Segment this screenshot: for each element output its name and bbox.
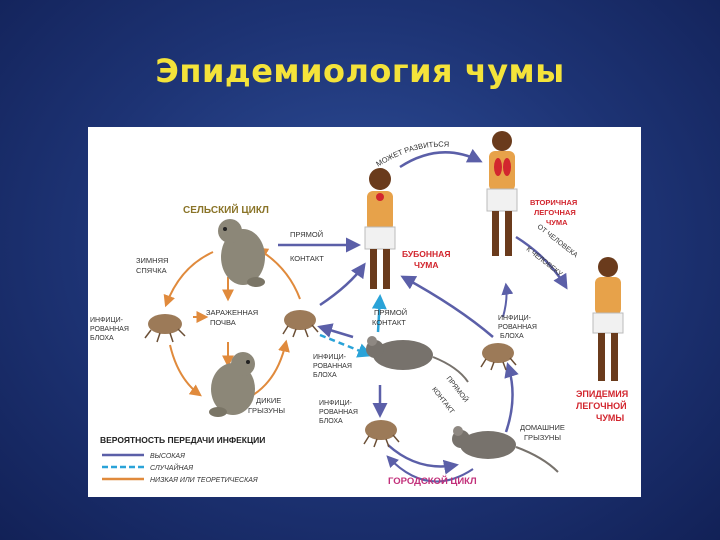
- direct-contact-center-label: ПРЯМОЙ КОНТАКТ: [372, 308, 409, 327]
- arrow-hibernation: [163, 251, 214, 308]
- pneumonic-epidemic-label: ЭПИДЕМИЯ ЛЕГОЧНОЙ ЧУМЫ: [576, 389, 631, 423]
- legend-label-high: ВЫСОКАЯ: [150, 453, 185, 460]
- flea-center-left-icon: [282, 310, 319, 338]
- diagram-panel: СЕЛЬСКИЙ ЦИКЛ ЗИМНЯЯ СПЯЧКА ПРЯМОЙ КОНТА…: [88, 127, 641, 497]
- gopher-top-icon: [218, 219, 265, 287]
- arrow-flea-right-up: [501, 282, 514, 318]
- arrow-mouse-to-human: [371, 294, 387, 333]
- may-develop-label: МОЖЕТ РАЗВИТЬСЯ: [374, 140, 449, 169]
- flea-right-icon: [480, 343, 517, 371]
- direct-contact-diag-label-1: ПРЯМОЙ: [445, 374, 471, 404]
- arrow-person-to-person: [515, 235, 568, 290]
- sylvatic-cycle-label: СЕЛЬСКИЙ ЦИКЛ: [183, 203, 269, 216]
- mouse-center-icon: [366, 336, 469, 383]
- hibernation-label: ЗИМНЯЯ СПЯЧКА: [136, 256, 171, 275]
- legend: ВЕРОЯТНОСТЬ ПЕРЕДАЧИ ИНФЕКЦИИ ВЫСОКАЯ СЛ…: [100, 435, 265, 484]
- arrow-rat-to-flea: [504, 362, 519, 433]
- arrow-sylvatic-flea-to-human: [319, 262, 366, 307]
- flea-left-icon: [144, 314, 186, 343]
- arrow-flea-to-rodent: [169, 344, 202, 397]
- bubonic-plague-label: БУБОННАЯ ЧУМА: [402, 249, 453, 270]
- arrow-mouse-to-flea: [317, 323, 354, 339]
- infected-soil-label: ЗАРАЖЕННАЯ ПОЧВА: [206, 308, 260, 327]
- human-secondary-icon: [486, 131, 518, 256]
- person-to-person-label-1: ОТ ЧЕЛОВЕКА: [536, 223, 579, 259]
- plague-cycle-diagram: СЕЛЬСКИЙ ЦИКЛ ЗИМНЯЯ СПЯЧКА ПРЯМОЙ КОНТА…: [90, 131, 631, 487]
- slide-title: Эпидемиология чумы: [155, 52, 565, 90]
- arrow-flea-low-to-rat: [387, 444, 459, 475]
- infected-fleas-right-label: ИНФИЦИ- РОВАННАЯ БЛОХА: [498, 315, 539, 340]
- direct-contact-diag-label-2: КОНТАКТ: [430, 386, 455, 416]
- urban-cycle-label: ГОРОДСКОЙ ЦИКЛ: [388, 475, 477, 487]
- wild-rodents-label: ДИКИЕ ГРЫЗУНЫ: [248, 396, 285, 415]
- human-epidemic-icon: [592, 257, 624, 381]
- flea-low-icon: [363, 420, 400, 448]
- legend-label-low: НИЗКАЯ ИЛИ ТЕОРЕТИЧЕСКАЯ: [150, 477, 258, 484]
- arrow-may-develop: [399, 148, 483, 169]
- human-bubonic-icon: [364, 168, 396, 289]
- secondary-pneumonic-label: ВТОРИЧНАЯ ЛЕГОЧНАЯ ЧУМА: [530, 198, 579, 227]
- arrow-urban-flea-to-human: [400, 275, 494, 338]
- arrow-wild-to-flea: [252, 339, 290, 396]
- legend-label-occasional: СЛУЧАЙНАЯ: [150, 463, 193, 472]
- direct-contact-top-label: ПРЯМОЙ КОНТАКТ: [290, 230, 325, 263]
- domestic-rat-icon: [452, 426, 559, 473]
- infected-fleas-mid-label: ИНФИЦИ- РОВАННАЯ БЛОХА: [313, 354, 354, 379]
- domestic-rodents-label: ДОМАШНИЕ ГРЫЗУНЫ: [520, 423, 567, 442]
- legend-title: ВЕРОЯТНОСТЬ ПЕРЕДАЧИ ИНФЕКЦИИ: [100, 435, 265, 445]
- gopher-bottom-icon: [209, 352, 255, 417]
- arrow-flea-to-mouse-cyan: [319, 333, 373, 358]
- person-to-person-label-2: К ЧЕЛОВЕКУ: [525, 246, 564, 279]
- infected-fleas-low-label: ИНФИЦИ- РОВАННАЯ БЛОХА: [319, 400, 360, 425]
- arrow-urban-cycle-loop: [386, 455, 474, 483]
- infected-fleas-left-label: ИНФИЦИ- РОВАННАЯ БЛОХА: [90, 317, 131, 342]
